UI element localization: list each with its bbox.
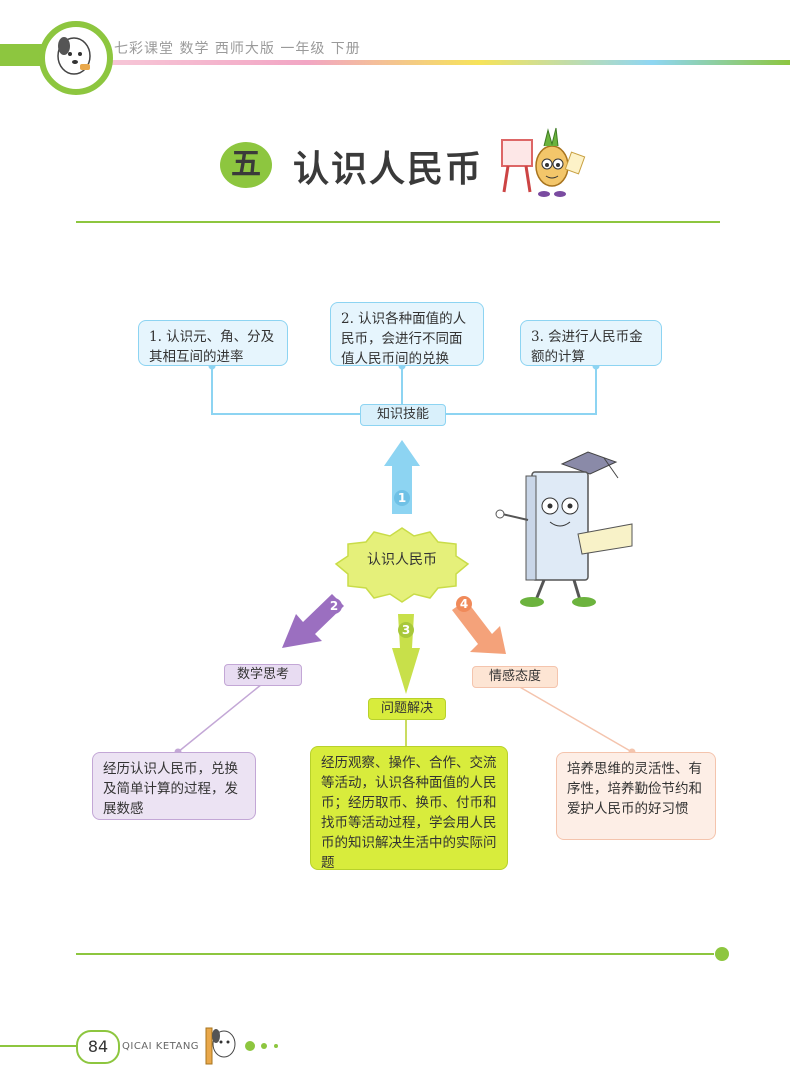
header-title: 七彩课堂 数学 西师大版 一年级 下册 [114, 41, 361, 57]
title-divider [76, 221, 720, 223]
svg-text:4: 4 [460, 597, 468, 611]
attitude-label: 情感态度 [472, 666, 558, 688]
arrow-down-right-attitude: 4 [452, 596, 506, 654]
problem-solving-label: 问题解决 [368, 698, 446, 720]
footer-brand: QICAI KETANG [122, 1041, 200, 1052]
knowledge-label: 知识技能 [360, 404, 446, 426]
math-thinking-label: 数学思考 [224, 664, 302, 686]
svg-text:2: 2 [330, 599, 338, 613]
footer-divider [76, 947, 729, 961]
chapter-title: 认识人民币 [293, 149, 484, 190]
knowledge-item-2: 2. 认识各种面值的人民币，会进行不同面值人民币间的兑换 [330, 302, 484, 367]
svg-text:1: 1 [398, 491, 406, 505]
arrow-down-problem-solving: 3 [392, 614, 420, 694]
header-decoration [0, 21, 790, 95]
svg-text:3: 3 [402, 623, 410, 637]
knowledge-item-1: 1. 认识元、角、分及其相互间的进率 [138, 320, 288, 366]
arrow-up-knowledge: 1 [384, 440, 420, 514]
arrow-down-left-math-thinking: 2 [282, 594, 344, 648]
dog-mascot-icon [57, 37, 91, 75]
center-node-label: 认识人民币 [367, 552, 437, 568]
pineapple-painter-icon [501, 127, 586, 197]
problem-solving-box: 经历观察、操作、合作、交流等活动，认识各种面值的人民币；经历取币、换币、付币和找… [310, 746, 508, 871]
page-number: 84 [76, 1030, 120, 1064]
math-thinking-box: 经历认识人民币，兑换及简单计算的过程，发展数感 [92, 752, 256, 820]
center-burst-shape [334, 527, 470, 603]
book-mascot-icon [495, 451, 633, 607]
footer-dog-icon [205, 1027, 236, 1065]
chapter-number-badge: 五 [220, 142, 272, 188]
footer-decoration [0, 1027, 278, 1065]
attitude-box: 培养思维的灵活性、有序性，培养勤俭节约和爱护人民币的好习惯 [556, 752, 716, 840]
knowledge-item-3: 3. 会进行人民币金额的计算 [520, 320, 662, 366]
